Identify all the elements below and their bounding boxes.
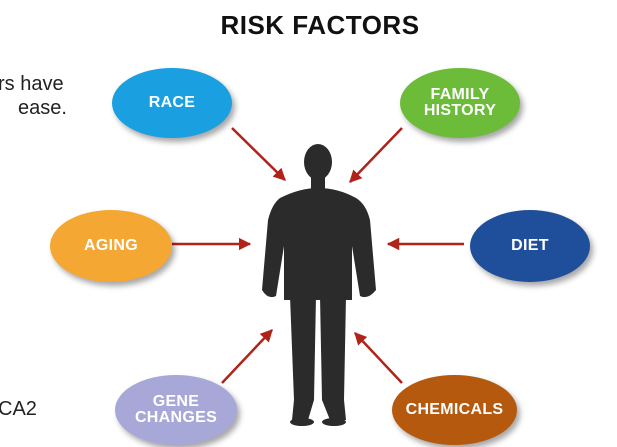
factor-family-history-label-2: HISTORY <box>423 102 497 119</box>
factor-family-history-label-1: FAMILY <box>430 86 490 103</box>
factor-chemicals: CHEMICALS <box>392 375 517 445</box>
factor-chemicals-label: CHEMICALS <box>405 401 504 418</box>
arrow-family-history <box>349 127 403 183</box>
side-text-line-1: rs have <box>0 73 64 95</box>
side-text-line-3: CA2 <box>0 398 37 420</box>
arrow-gene-changes <box>221 329 273 384</box>
factor-gene-changes-label-1: GENE <box>152 393 200 410</box>
arrow-chemicals <box>354 332 403 384</box>
factor-race: RACE <box>112 68 232 138</box>
factor-aging-label: AGING <box>84 237 138 254</box>
factor-gene-changes: GENE CHANGES <box>115 375 237 445</box>
factor-aging: AGING <box>50 210 172 282</box>
factor-family-history: FAMILY HISTORY <box>400 68 520 138</box>
person-silhouette-icon <box>262 144 376 426</box>
diagram-title: RISK FACTORS <box>220 10 420 40</box>
factor-diet: DIET <box>470 210 590 282</box>
factor-gene-changes-label-2: CHANGES <box>134 409 218 426</box>
arrow-race <box>231 127 286 181</box>
factor-race-label: RACE <box>148 94 196 111</box>
factor-diet-label: DIET <box>511 237 549 254</box>
side-text-line-2: ease. <box>18 97 67 119</box>
